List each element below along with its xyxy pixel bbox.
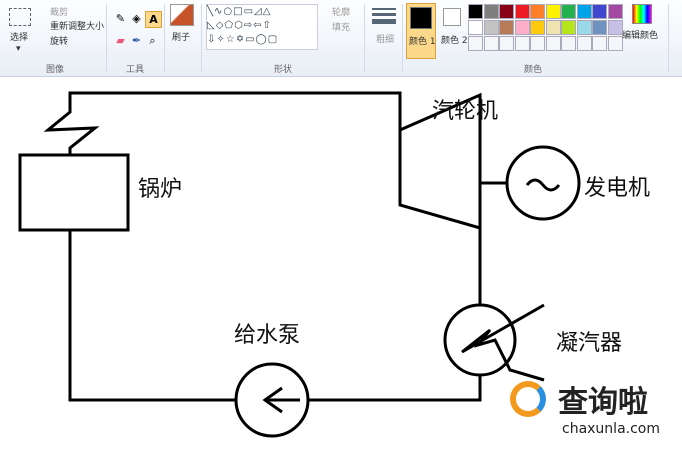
color1-swatch	[410, 7, 432, 29]
palette-swatch[interactable]	[592, 20, 607, 35]
magnifier-icon[interactable]: ⌕	[149, 34, 156, 47]
select-button[interactable]: 选择 ▾	[6, 6, 34, 56]
palette-swatch[interactable]	[545, 4, 561, 19]
brush-button[interactable]: 刷子	[170, 4, 194, 54]
generator-label: 发电机	[584, 176, 651, 201]
palette-empty-slot[interactable]	[499, 36, 514, 51]
palette-empty-slot[interactable]	[576, 36, 592, 51]
turbine-shape	[398, 92, 482, 230]
edit-colors-button[interactable]: 编辑颜色	[622, 4, 662, 44]
resize-button[interactable]: 重新调整大小	[50, 22, 105, 32]
condenser-label: 凝汽器	[556, 331, 623, 356]
fill-button[interactable]: 填充	[332, 23, 351, 33]
palette-swatch[interactable]	[561, 4, 576, 19]
condenser-coil	[461, 303, 545, 382]
palette-swatch[interactable]	[561, 20, 576, 35]
text-icon[interactable]: A	[145, 11, 162, 28]
shapes-gallery[interactable]: ╲∿○□▭◿△◺◇⬠⬡⇨⇦⇧⇩✧☆✡▭◯▢	[206, 4, 318, 50]
watermark: 查询啦 chaxunla.com	[510, 375, 680, 445]
brush-icon	[170, 4, 194, 26]
palette-swatch[interactable]	[483, 20, 499, 35]
palette-empty-slot[interactable]	[483, 36, 499, 51]
eraser-icon[interactable]: ▰	[116, 34, 125, 47]
pump-shape	[234, 362, 310, 438]
palette-swatch[interactable]	[576, 4, 592, 19]
drawing-canvas[interactable]: 锅炉 汽轮机 发电机 凝汽器 给水泵 查询啦 chaxunla.com	[0, 77, 682, 462]
watermark-logo-icon	[510, 381, 546, 417]
palette-empty-slot[interactable]	[530, 36, 545, 51]
palette-swatch[interactable]	[514, 4, 530, 19]
pump-label: 给水泵	[234, 323, 301, 348]
size-icon	[372, 8, 396, 24]
boiler-shape	[18, 153, 130, 232]
palette-swatch[interactable]	[607, 4, 623, 19]
pipe-lines	[43, 91, 507, 402]
palette-swatch[interactable]	[607, 20, 623, 35]
palette-swatch[interactable]	[499, 20, 514, 35]
palette-empty-slot[interactable]	[592, 36, 607, 51]
palette-swatch[interactable]	[530, 20, 545, 35]
palette-swatch[interactable]	[576, 20, 592, 35]
pencil-icon[interactable]: ✎	[115, 12, 126, 25]
palette-swatch[interactable]	[592, 4, 607, 19]
palette-empty-slot[interactable]	[514, 36, 530, 51]
palette-swatch[interactable]	[468, 20, 483, 35]
fill-icon[interactable]: ◈	[132, 12, 141, 25]
palette-empty-slot[interactable]	[607, 36, 623, 51]
color2-swatch	[443, 8, 461, 26]
palette-empty-slot[interactable]	[545, 36, 561, 51]
palette-swatch[interactable]	[499, 4, 514, 19]
rainbow-icon	[632, 4, 652, 24]
condenser-shape	[443, 303, 517, 377]
ribbon: 选择 ▾ 裁剪 重新调整大小 旋转 图像 ✎ ◈ A ▰ ✒ ⌕ 工具 刷子 ╲…	[0, 0, 682, 77]
tilde-icon	[525, 178, 561, 192]
color1-button[interactable]: 颜色 1	[406, 3, 436, 59]
size-button[interactable]: 粗细	[372, 6, 396, 56]
select-icon	[9, 8, 31, 26]
outline-button[interactable]: 轮廓	[332, 8, 351, 18]
boiler-label: 锅炉	[138, 177, 183, 202]
palette-swatch[interactable]	[514, 20, 530, 35]
palette-empty-slot[interactable]	[468, 36, 483, 51]
rotate-button[interactable]: 旋转	[50, 37, 69, 47]
generator-shape	[505, 145, 581, 221]
turbine-label: 汽轮机	[432, 99, 499, 124]
palette-empty-slot[interactable]	[561, 36, 576, 51]
crop-button[interactable]: 裁剪	[50, 8, 69, 18]
palette-swatch[interactable]	[530, 4, 545, 19]
palette-swatch[interactable]	[483, 4, 499, 19]
color2-button[interactable]: 颜色 2	[439, 3, 468, 57]
palette-swatch[interactable]	[545, 20, 561, 35]
color-picker-icon[interactable]: ✒	[131, 34, 142, 47]
palette-swatch[interactable]	[468, 4, 483, 19]
